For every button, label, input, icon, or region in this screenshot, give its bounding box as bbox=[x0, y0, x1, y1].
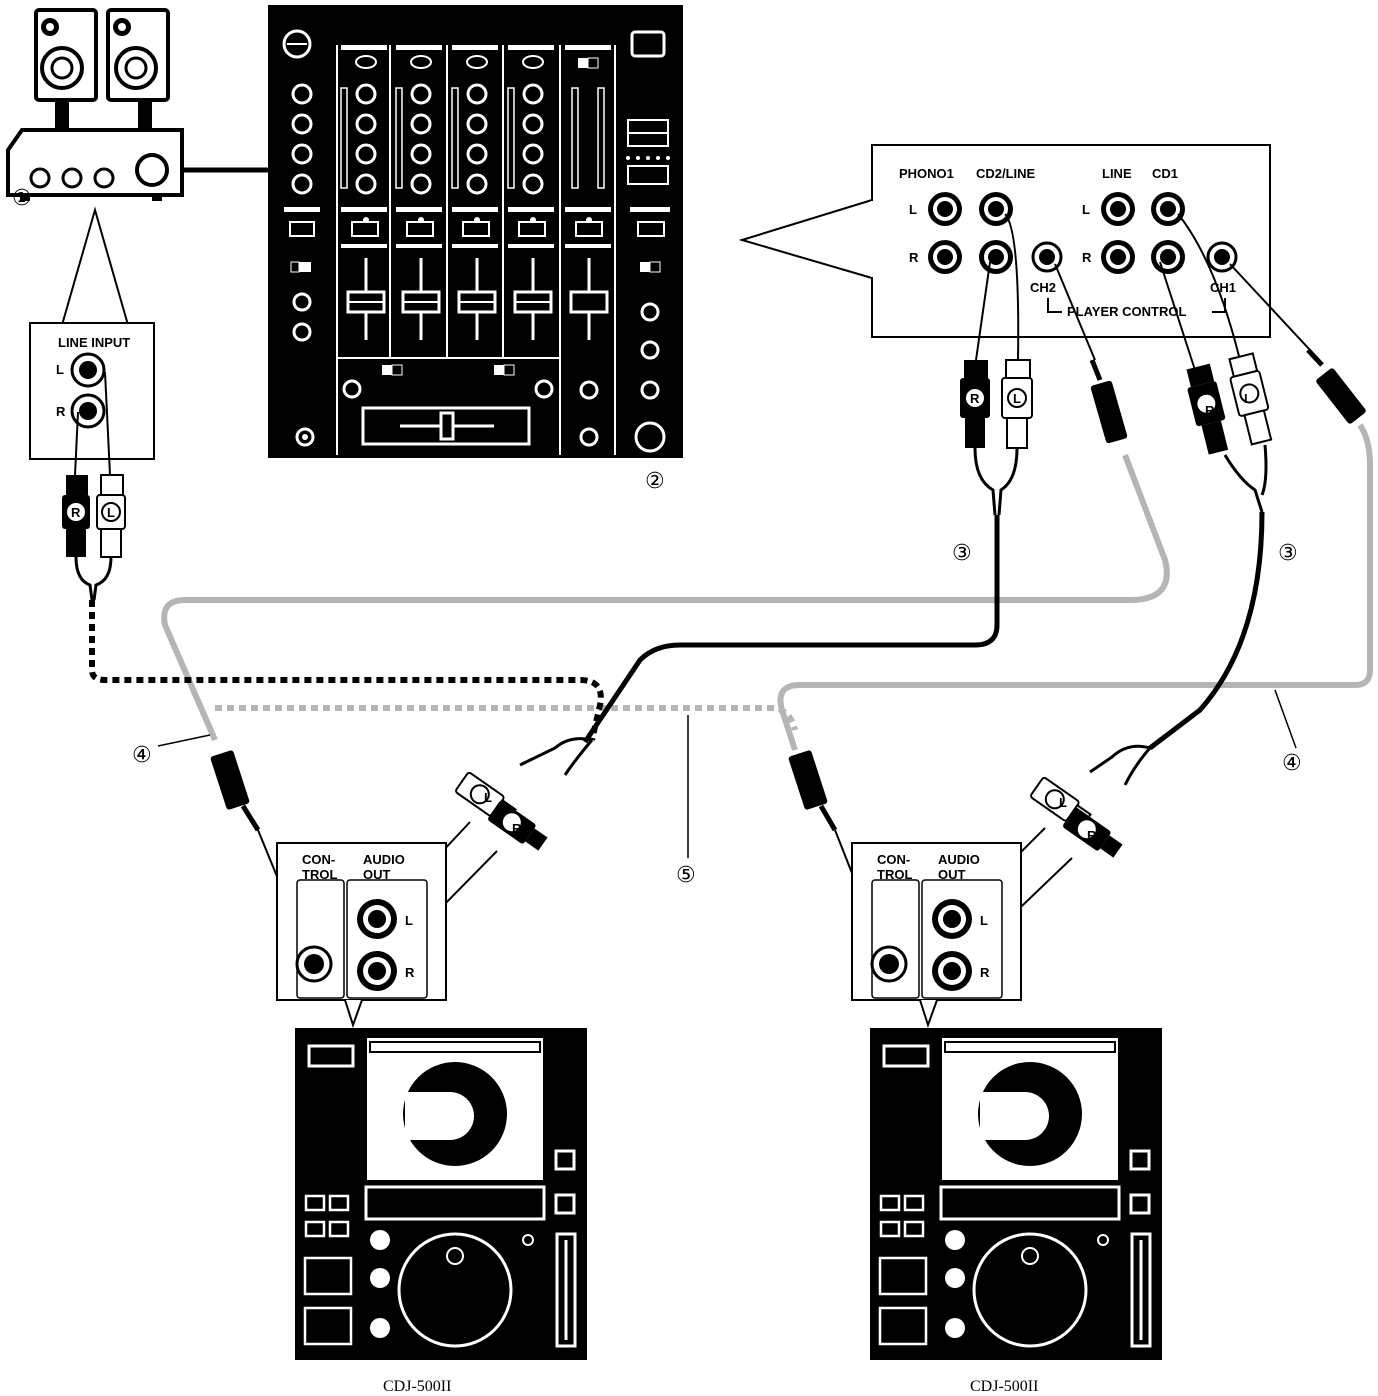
mixer-cd1-plugs: R L bbox=[1159, 213, 1273, 513]
cd1-label: CD1 bbox=[1152, 166, 1178, 181]
mixer-L-left-label: L bbox=[909, 202, 917, 217]
left-player-model: CDJ-500II bbox=[383, 1378, 451, 1395]
cable5-number: ⑤ bbox=[676, 863, 696, 888]
amp-number: ① bbox=[12, 186, 32, 211]
cable3-left-number: ③ bbox=[952, 541, 972, 566]
amp-plug-R-label: R bbox=[71, 505, 81, 520]
mixer-R-left-label: R bbox=[909, 250, 919, 265]
amplifier bbox=[6, 128, 184, 201]
cd2-plug-R-label: R bbox=[970, 391, 980, 406]
speakers bbox=[34, 8, 170, 130]
cable3-right-number: ③ bbox=[1278, 541, 1298, 566]
control-cable-left bbox=[161, 453, 1170, 742]
right-out-R-label: R bbox=[980, 965, 990, 980]
link-cable bbox=[215, 705, 798, 731]
mixer bbox=[268, 5, 683, 458]
line-label: LINE bbox=[1102, 166, 1132, 181]
right-cdj-plug-R-label: R bbox=[1087, 828, 1097, 843]
left-out-R-label: R bbox=[405, 965, 415, 980]
cdj-player-left bbox=[295, 1028, 587, 1360]
mixer-ch2-plug bbox=[1054, 263, 1128, 444]
amp-R-label: R bbox=[56, 404, 66, 419]
amp-L-label: L bbox=[56, 362, 64, 377]
mixer-L-right-label: L bbox=[1082, 202, 1090, 217]
control-cable-right bbox=[777, 423, 1373, 751]
audio-cable-left bbox=[582, 515, 1000, 744]
amp-line-input-panel: LINE INPUT L R bbox=[29, 206, 155, 460]
right-out-L-label: L bbox=[980, 913, 988, 928]
ch2-control-jack[interactable] bbox=[1031, 241, 1063, 273]
cd1-plug-R-label: R bbox=[1205, 403, 1215, 418]
phono1-jacks[interactable] bbox=[928, 192, 962, 274]
right-cdj-plug-L-label: L bbox=[1059, 795, 1067, 810]
cd1-plug-L-label: L bbox=[1244, 391, 1252, 406]
ch1-label: CH1 bbox=[1210, 280, 1236, 295]
mixer-rear-panel: PHONO1 CD2/LINE LINE CD1 L R L R CH2 CH1… bbox=[738, 144, 1271, 338]
cable4-right-number: ④ bbox=[1282, 751, 1302, 776]
phono1-label: PHONO1 bbox=[899, 166, 954, 181]
line-jacks[interactable] bbox=[1101, 192, 1135, 274]
cd2-plug-L-label: L bbox=[1013, 391, 1021, 406]
cable4-left-number: ④ bbox=[132, 743, 152, 768]
player-control-label: PLAYER CONTROL bbox=[1067, 304, 1186, 319]
ch1-control-jack[interactable] bbox=[1206, 241, 1238, 273]
line-input-label: LINE INPUT bbox=[58, 335, 130, 350]
right-cdj-audio-plugs: L R bbox=[954, 744, 1152, 971]
right-player-model: CDJ-500II bbox=[970, 1378, 1038, 1395]
left-cdj-plug-L-label: L bbox=[484, 790, 492, 805]
mixer-cd2-plugs: R L bbox=[960, 213, 1033, 516]
left-out-L-label: L bbox=[405, 913, 413, 928]
left-cdj-plug-R-label: R bbox=[512, 821, 522, 836]
right-control-label: CON-TROL bbox=[877, 852, 912, 882]
cd2-line-label: CD2/LINE bbox=[976, 166, 1036, 181]
cdj-player-right bbox=[868, 1026, 1164, 1362]
cd1-jacks[interactable] bbox=[1151, 192, 1185, 274]
mixer-number: ② bbox=[645, 469, 665, 494]
left-control-label: CON-TROL bbox=[302, 852, 337, 882]
ch2-label: CH2 bbox=[1030, 280, 1056, 295]
mixer-ch1-plug bbox=[1229, 263, 1366, 424]
amp-rca-plugs: R L bbox=[62, 371, 126, 601]
amp-line-cable bbox=[89, 600, 604, 741]
mixer-R-right-label: R bbox=[1082, 250, 1092, 265]
audio-cable-right bbox=[1148, 511, 1265, 750]
amp-plug-L-label: L bbox=[107, 505, 115, 520]
